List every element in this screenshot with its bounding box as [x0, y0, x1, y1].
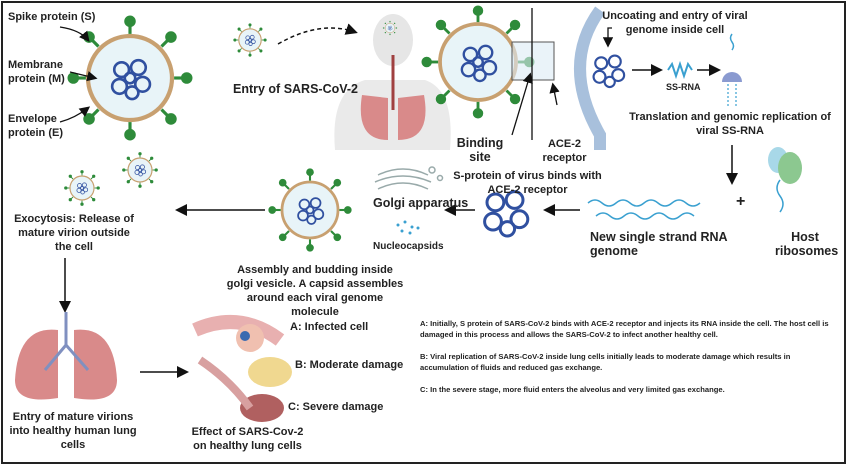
label-envelope-protein: Envelope protein (E) [8, 113, 63, 139]
replicated-genome-icon [483, 190, 530, 238]
label-moderate-damage: B: Moderate damage [295, 359, 404, 371]
note-a: A: Initially, S protein of SARS-CoV-2 bi… [420, 319, 829, 339]
label-host-ribosomes: Host ribosomes [775, 230, 839, 258]
label-new-rna: New single strand RNA genome [590, 230, 728, 258]
label-translation: Translation and genomic replication of v… [629, 111, 831, 137]
assembled-virus-illustration [267, 167, 353, 253]
small-virus-icon [233, 23, 267, 57]
viral-genome-icon [592, 54, 626, 89]
human-respiratory-illustration [334, 14, 451, 150]
alveoli-damage-illustration [192, 315, 292, 422]
label-assembly: Assembly and budding inside golgi vesicl… [226, 264, 404, 318]
virus-structure-illustration [69, 17, 191, 139]
host-ribosome-illustration [768, 147, 802, 213]
mature-virion-icon [63, 170, 101, 206]
label-uncoating: Uncoating and entry of viral genome insi… [602, 10, 748, 36]
label-s-protein-binds: S-protein of virus binds with ACE-2 rece… [453, 170, 602, 196]
human-lungs-illustration [15, 312, 117, 400]
new-rna-icon [587, 199, 701, 220]
label-entry-mature: Entry of mature virions into healthy hum… [9, 411, 137, 451]
label-ace2-receptor: ACE-2 receptor [542, 138, 587, 164]
label-spike-protein: Spike protein (S) [8, 11, 96, 23]
label-severe-damage: C: Severe damage [288, 401, 384, 413]
label-exocytosis: Exocytosis: Release of mature virion out… [14, 213, 134, 253]
nucleocapsid-dots [396, 220, 420, 235]
label-infected-cell: A: Infected cell [290, 321, 369, 333]
label-plus: + [736, 193, 746, 210]
label-membrane-protein: Membrane protein (M) [8, 59, 65, 85]
golgi-apparatus-icon [374, 166, 444, 190]
label-golgi: Golgi apparatus [373, 196, 469, 210]
note-c: C: In the severe stage, more fluid enter… [420, 385, 725, 394]
ribosome-icon [722, 72, 742, 82]
explanation-notes: A: Initially, S protein of SARS-CoV-2 bi… [420, 318, 840, 406]
label-ss-rna: SS-RNA [666, 82, 701, 92]
label-effect: Effect of SARS-Cov-2 on healthy lung cel… [191, 426, 304, 452]
label-nucleocapsids: Nucleocapsids [373, 241, 444, 252]
ss-rna-icon [667, 60, 693, 80]
mature-virion-icon [121, 152, 158, 188]
label-binding-site: Binding site [456, 136, 504, 164]
label-entry: Entry of SARS-CoV-2 [233, 82, 359, 96]
note-b: B: Viral replication of SARS-CoV-2 insid… [420, 352, 791, 372]
